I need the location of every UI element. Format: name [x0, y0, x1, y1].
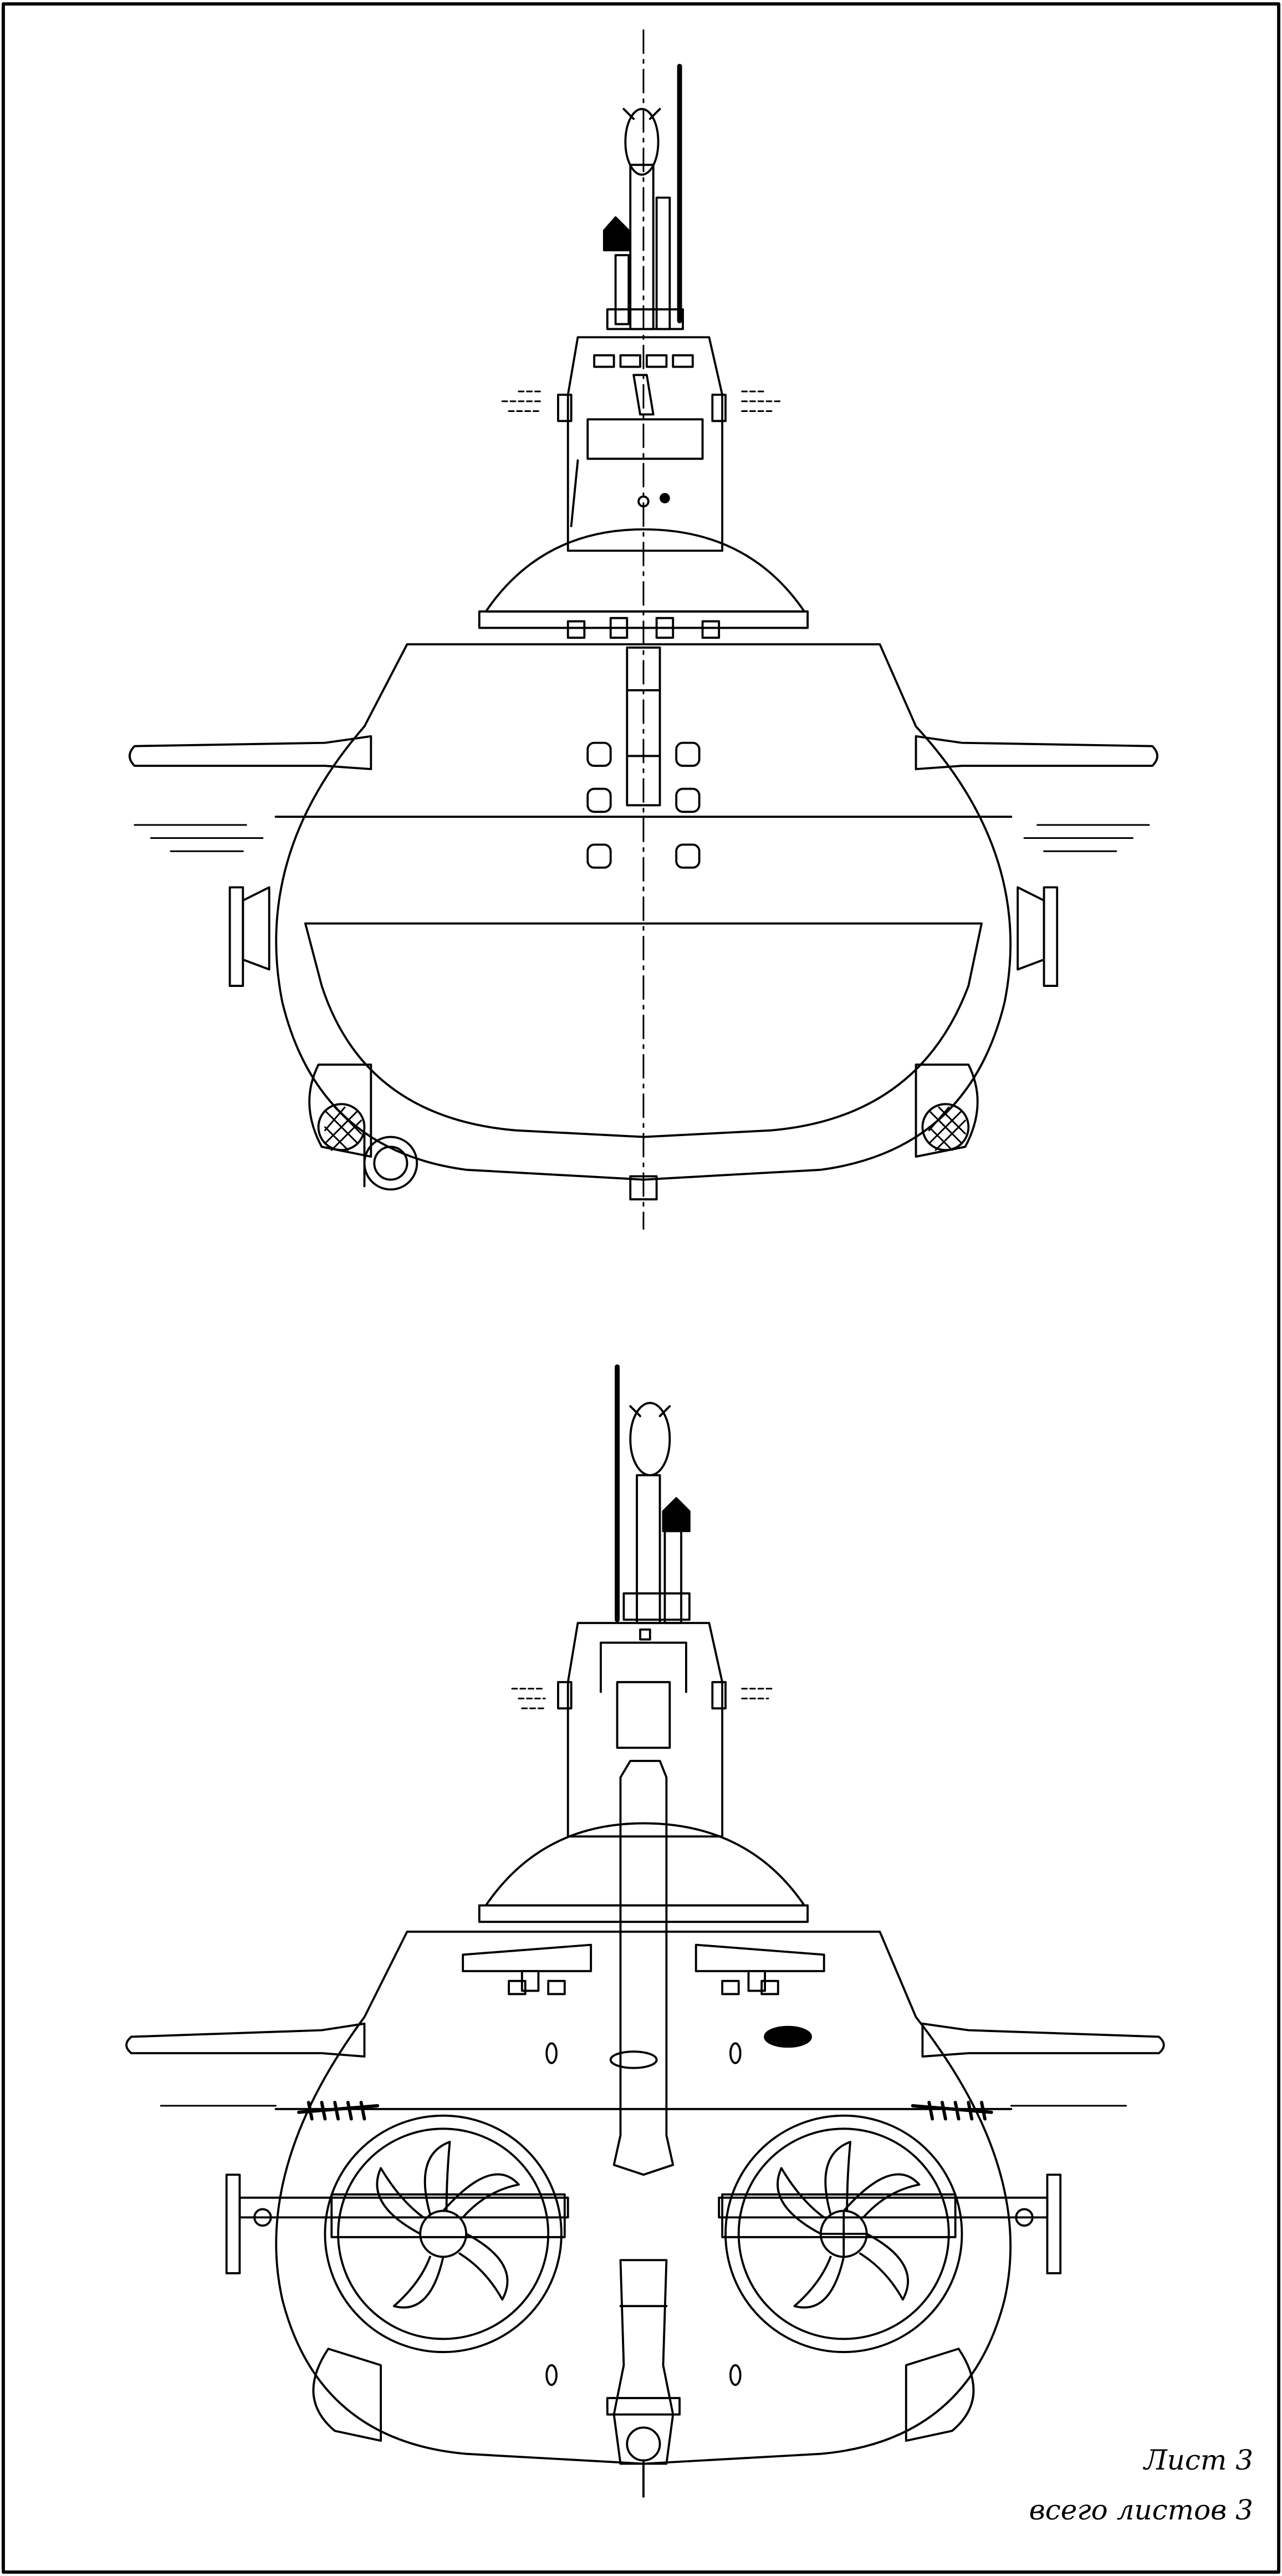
bow-deck-fittings [566, 617, 721, 639]
bow-thruster-pods [308, 1063, 979, 1191]
stern-view [125, 1364, 1165, 2498]
stern-lower-rudder [606, 2259, 681, 2498]
stern-upper-rudder [612, 1760, 675, 2176]
stern-masts [615, 1364, 691, 1625]
bow-masts [602, 64, 684, 330]
stern-sail [511, 1622, 773, 1838]
sheet-total-label: всего листов 3 [1029, 2494, 1253, 2526]
stern-hull [274, 1931, 1013, 2465]
bow-waterline-marks [134, 824, 1150, 852]
stern-planes [125, 2022, 1165, 2058]
bow-sail [501, 336, 783, 552]
stern-dome [484, 1822, 806, 1907]
starboard-propeller [724, 2114, 963, 2354]
stern-deck-rail [478, 1904, 809, 1923]
stern-stabilizers [225, 2173, 1062, 2274]
bow-dome [484, 528, 806, 613]
bow-deck-rail [478, 610, 809, 629]
bow-view [129, 29, 1158, 1230]
bow-stabilizers [228, 886, 1059, 987]
stern-lower-pods [312, 2348, 975, 2442]
bow-hull [274, 643, 1013, 1200]
port-propeller [324, 2114, 563, 2354]
sheet-number-label: Лист 3 [1143, 2444, 1253, 2476]
bow-planes [129, 735, 1158, 771]
